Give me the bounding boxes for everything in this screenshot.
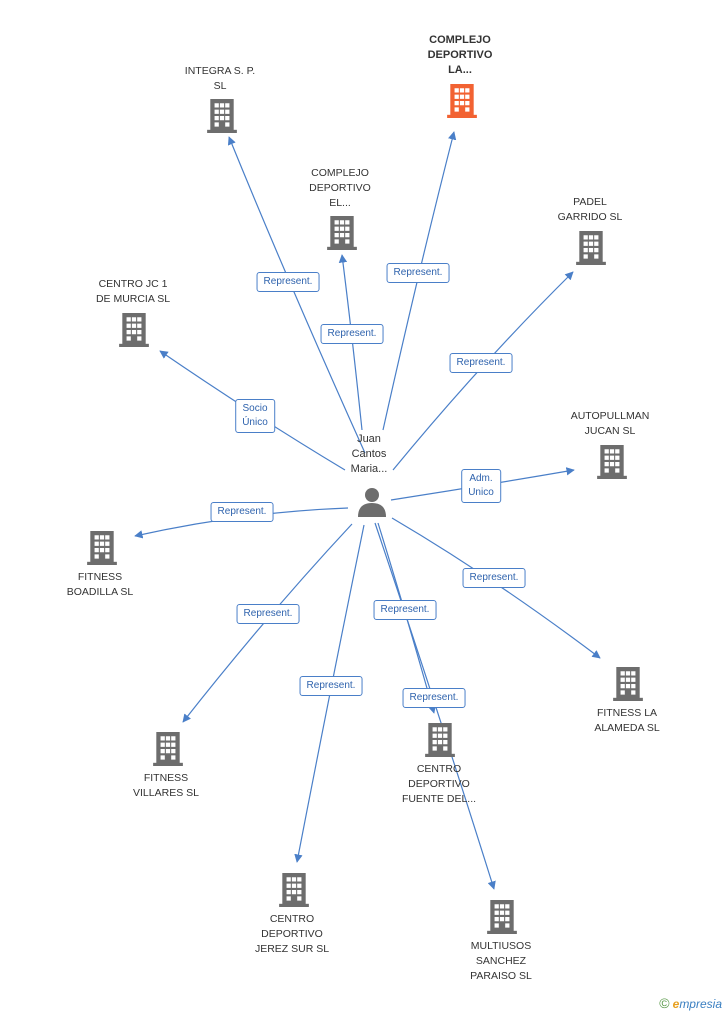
node-label-line: DEPORTIVO <box>427 49 493 61</box>
node-label-line: SL <box>213 80 227 92</box>
node-label-line: DEPORTIVO <box>408 778 470 790</box>
node-label-line: INTEGRA S. P. <box>184 65 256 77</box>
building-icon-multiusos[interactable] <box>487 900 517 934</box>
node-label-complejo-la[interactable]: COMPLEJO DEPORTIVO LA... <box>390 33 530 78</box>
edge-label-fitness-villares[interactable]: Represent. <box>236 604 300 624</box>
center-person-line: Juan <box>357 433 381 445</box>
edge-label-text: Unico <box>468 487 494 498</box>
node-label-line: CENTRO <box>269 913 315 925</box>
node-label-line: CENTRO <box>416 763 462 775</box>
edge-label-multiusos[interactable]: Represent. <box>402 688 466 708</box>
node-label-line: FITNESS <box>143 772 189 784</box>
node-label-line: FUENTE DEL... <box>401 793 477 805</box>
node-label-line: BOADILLA SL <box>66 586 134 598</box>
edge-label-text: Represent. <box>393 267 443 278</box>
edge-label-text: Represent. <box>306 680 356 691</box>
edge-label-padel[interactable]: Represent. <box>449 353 513 373</box>
node-label-line: DE MURCIA SL <box>95 293 171 305</box>
edge-label-centro-jerez[interactable]: Represent. <box>299 676 363 696</box>
edge-label-text: Represent. <box>469 572 519 583</box>
node-label-centro-jc[interactable]: CENTRO JC 1 DE MURCIA SL <box>63 277 203 307</box>
person-icon[interactable] <box>358 488 386 517</box>
node-label-line: VILLARES SL <box>133 787 199 799</box>
node-label-line: PADEL <box>573 196 607 208</box>
edge-label-text: Represent. <box>263 276 313 287</box>
edge-label-text: Adm. <box>469 473 493 484</box>
building-icon-integra[interactable] <box>207 99 237 133</box>
center-person-line: Maria... <box>350 463 388 475</box>
node-label-fitness-boadilla[interactable]: FITNESS BOADILLA SL <box>30 570 170 600</box>
node-label-padel[interactable]: PADEL GARRIDO SL <box>520 195 660 225</box>
edge-label-autopullman[interactable]: Adm. Unico <box>461 469 501 503</box>
node-label-line: COMPLEJO <box>311 167 369 179</box>
edge-fitness-alameda <box>391 517 601 659</box>
building-icon-centro-fuente[interactable] <box>425 723 455 757</box>
edge-label-text: Socio <box>242 403 268 414</box>
center-person-line: Cantos <box>351 448 387 460</box>
building-icon-padel[interactable] <box>576 231 606 265</box>
node-label-line: COMPLEJO <box>429 34 491 46</box>
node-label-complejo-el[interactable]: COMPLEJO DEPORTIVO EL... <box>270 166 410 211</box>
building-icon-centro-jc[interactable] <box>119 313 149 347</box>
edge-label-text: Represent. <box>456 357 506 368</box>
edge-label-text: Represent. <box>217 506 267 517</box>
node-label-line: AUTOPULLMAN <box>570 410 650 422</box>
node-label-integra[interactable]: INTEGRA S. P. SL <box>150 64 290 94</box>
edge-label-complejo-la[interactable]: Represent. <box>386 263 450 283</box>
node-label-line: DEPORTIVO <box>261 928 323 940</box>
node-label-line: FITNESS LA <box>596 707 658 719</box>
edge-label-complejo-el[interactable]: Represent. <box>320 324 384 344</box>
edge-label-text: Represent. <box>380 604 430 615</box>
building-icon-fitness-alameda[interactable] <box>613 667 643 701</box>
building-icon-fitness-villares[interactable] <box>153 732 183 766</box>
node-label-line: FITNESS <box>77 571 123 583</box>
building-icon-fitness-boadilla[interactable] <box>87 531 117 565</box>
edge-label-centro-fuente[interactable]: Represent. <box>373 600 437 620</box>
node-label-line: MULTIUSOS <box>470 940 532 952</box>
edge-label-text: Represent. <box>243 608 293 619</box>
node-label-autopullman[interactable]: AUTOPULLMAN JUCAN SL <box>540 409 680 439</box>
building-icon-autopullman[interactable] <box>597 445 627 479</box>
node-label-line: CENTRO JC 1 <box>98 278 168 290</box>
node-label-line: SANCHEZ <box>475 955 527 967</box>
edge-label-text: Represent. <box>409 692 459 703</box>
icons-layer <box>87 84 643 934</box>
footer-brand[interactable]: ©empresia <box>659 995 722 1011</box>
node-label-line: LA... <box>448 64 472 76</box>
node-label-fitness-alameda[interactable]: FITNESS LA ALAMEDA SL <box>557 706 697 736</box>
node-label-line: ALAMEDA SL <box>594 722 660 734</box>
node-label-centro-fuente[interactable]: CENTRO DEPORTIVO FUENTE DEL... <box>369 762 509 807</box>
edge-label-fitness-alameda[interactable]: Represent. <box>462 568 526 588</box>
empresia-logo: empresia <box>672 997 722 1011</box>
building-icon-complejo-el[interactable] <box>327 216 357 250</box>
node-label-line: JEREZ SUR SL <box>254 943 330 955</box>
node-label-line: GARRIDO SL <box>557 211 623 223</box>
building-icon-complejo-la[interactable] <box>447 84 477 118</box>
edge-label-fitness-boadilla[interactable]: Represent. <box>210 502 274 522</box>
node-label-line: JUCAN SL <box>584 425 636 437</box>
node-label-fitness-villares[interactable]: FITNESS VILLARES SL <box>96 771 236 801</box>
node-label-centro-jerez[interactable]: CENTRO DEPORTIVO JEREZ SUR SL <box>222 912 362 957</box>
node-label-line: EL... <box>329 197 351 209</box>
copyright-symbol: © <box>659 995 670 1011</box>
edge-label-text: Único <box>242 417 268 428</box>
edge-label-text: Represent. <box>327 328 377 339</box>
node-label-line: DEPORTIVO <box>309 182 371 194</box>
node-label-line: PARAISO SL <box>470 970 532 982</box>
building-icon-centro-jerez[interactable] <box>279 873 309 907</box>
node-label-multiusos[interactable]: MULTIUSOS SANCHEZ PARAISO SL <box>431 939 571 984</box>
edge-label-integra[interactable]: Represent. <box>256 272 320 292</box>
